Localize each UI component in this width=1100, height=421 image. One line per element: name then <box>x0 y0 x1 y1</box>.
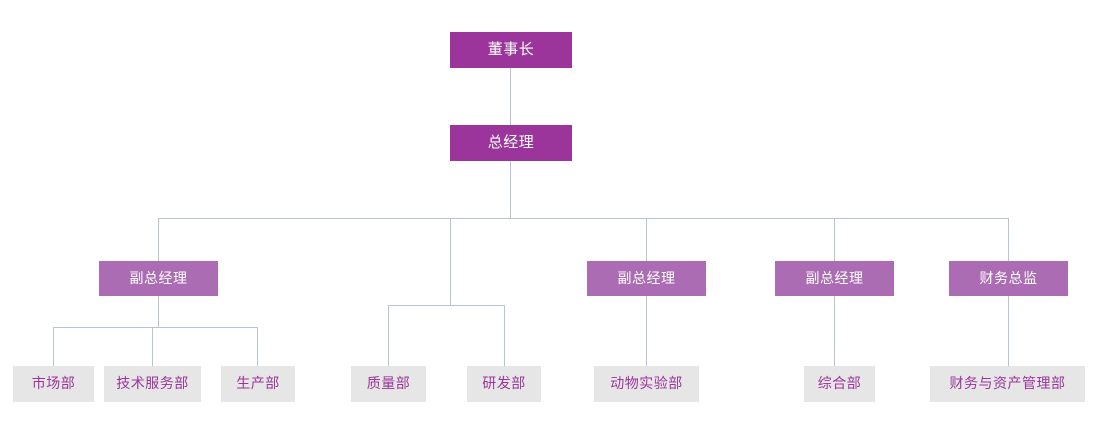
node-dept-rnd-label: 研发部 <box>482 375 526 392</box>
node-dept-finance-asset[interactable]: 财务与资产管理部 <box>930 366 1085 402</box>
connector-bus-drop-deputy-3 <box>834 218 835 261</box>
node-dept-production[interactable]: 生产部 <box>221 366 295 402</box>
connector-subbus-drop-marketing <box>53 327 54 366</box>
node-deputy-gm-2-label: 副总经理 <box>617 269 676 286</box>
node-dept-quality[interactable]: 质量部 <box>351 366 426 402</box>
node-dept-animal-lab[interactable]: 动物实验部 <box>594 366 699 402</box>
node-deputy-gm-1[interactable]: 副总经理 <box>99 261 218 296</box>
connector-subbus-drop-production <box>257 327 258 366</box>
node-dept-tech-service[interactable]: 技术服务部 <box>104 366 201 402</box>
node-deputy-gm-2[interactable]: 副总经理 <box>587 261 706 296</box>
node-dept-rnd[interactable]: 研发部 <box>467 366 541 402</box>
node-deputy-gm-1-label: 副总经理 <box>129 269 188 286</box>
connector-finance-director-to-dept <box>1008 296 1009 366</box>
connector-deputy-2-to-animal-lab <box>646 296 647 366</box>
node-chairman-label: 董事长 <box>487 40 535 58</box>
connector-gm-to-bus <box>510 161 511 218</box>
connector-bus-drop-deputy-2 <box>646 218 647 261</box>
connector-subbus-center <box>388 305 505 306</box>
node-dept-marketing[interactable]: 市场部 <box>13 366 94 402</box>
connector-bus-drop-finance-director <box>1008 218 1009 261</box>
node-finance-director[interactable]: 财务总监 <box>949 261 1068 296</box>
connector-bus-drop-deputy-1 <box>158 218 159 261</box>
connector-deputy-1-to-subbus <box>158 296 159 327</box>
node-dept-general-affairs-label: 综合部 <box>817 375 862 392</box>
connector-bus-level2 <box>158 218 1009 219</box>
connector-deputy-3-to-general-affairs <box>834 296 835 366</box>
connector-bus-drop-center <box>450 218 451 305</box>
node-dept-production-label: 生产部 <box>236 375 280 392</box>
connector-subbus-drop-rnd <box>504 305 505 366</box>
node-general-manager[interactable]: 总经理 <box>450 125 572 161</box>
connector-subbus-drop-tech-service <box>152 327 153 366</box>
node-dept-quality-label: 质量部 <box>366 375 411 392</box>
node-general-manager-label: 总经理 <box>487 133 535 151</box>
node-chairman[interactable]: 董事长 <box>450 32 572 68</box>
node-finance-director-label: 财务总监 <box>979 269 1038 286</box>
node-dept-tech-service-label: 技术服务部 <box>116 375 189 392</box>
connector-subbus-drop-quality <box>388 305 389 366</box>
node-deputy-gm-3[interactable]: 副总经理 <box>775 261 894 296</box>
connector-chairman-to-gm <box>510 68 511 125</box>
node-deputy-gm-3-label: 副总经理 <box>805 269 864 286</box>
node-dept-animal-lab-label: 动物实验部 <box>610 375 683 392</box>
node-dept-finance-asset-label: 财务与资产管理部 <box>949 375 1066 392</box>
connector-subbus-deputy-1 <box>53 327 258 328</box>
node-dept-general-affairs[interactable]: 综合部 <box>804 366 875 402</box>
node-dept-marketing-label: 市场部 <box>31 375 76 392</box>
